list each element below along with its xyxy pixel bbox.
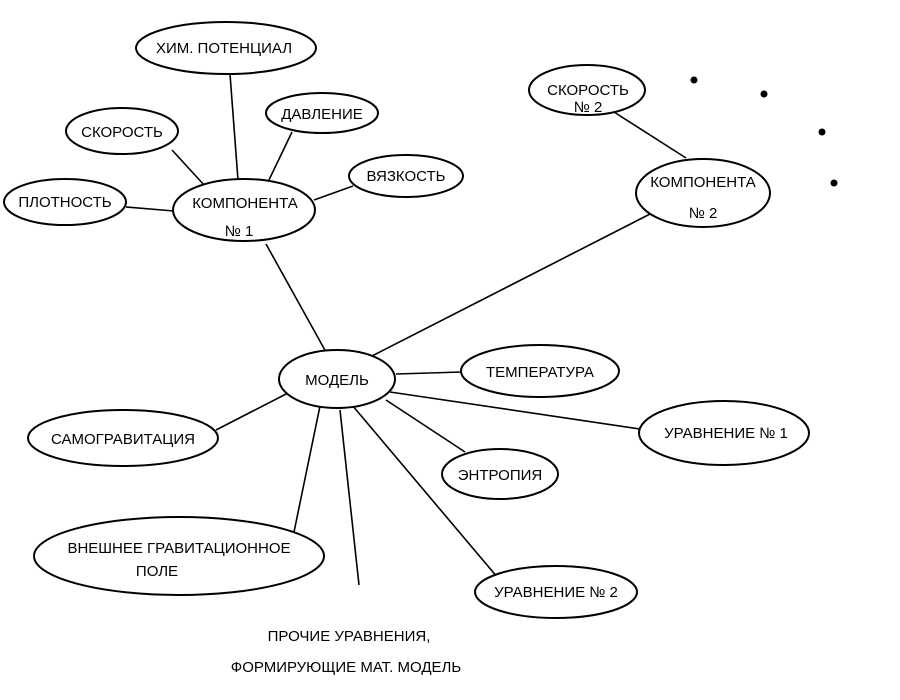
- label-entropy: ЭНТРОПИЯ: [458, 467, 543, 484]
- label-equation1: УРАВНЕНИЕ № 1: [664, 425, 788, 442]
- edge-model-self-gravitation: [215, 392, 289, 431]
- connections: [125, 73, 687, 586]
- nodes: [3, 21, 810, 619]
- node-equation1: [638, 400, 810, 466]
- label-self-gravitation: САМОГРАВИТАЦИЯ: [51, 431, 195, 448]
- label-component2-line1: КОМПОНЕНТА: [650, 174, 756, 191]
- label-velocity2-line2: № 2: [574, 99, 603, 116]
- node-viscosity: [348, 154, 464, 198]
- edge-model-equation1: [389, 391, 641, 430]
- edge-viscosity-component1: [313, 185, 354, 201]
- label-chem-potential: ХИМ. ПОТЕНЦИАЛ: [156, 40, 292, 57]
- node-external-field: [33, 516, 325, 596]
- edge-model-external-field: [293, 405, 321, 533]
- edge-component1-model: [265, 243, 327, 353]
- continuation-dot: [690, 76, 698, 84]
- node-component2: [635, 158, 771, 228]
- node-model: [278, 349, 396, 409]
- edge-density-component1: [125, 206, 175, 212]
- continuation-dot: [830, 179, 838, 187]
- node-entropy: [441, 448, 559, 500]
- label-pressure: ДАВЛЕНИЕ: [281, 106, 362, 123]
- continuation-dots: [690, 76, 838, 187]
- edge-chem-potential-component1: [229, 73, 239, 181]
- edge-model-temperature: [395, 371, 463, 375]
- label-component1-line2: № 1: [225, 223, 254, 240]
- node-chem-potential: [135, 21, 317, 75]
- label-density: ПЛОТНОСТЬ: [18, 194, 111, 211]
- edge-velocity2-component2: [613, 111, 687, 159]
- node-density: [3, 178, 127, 226]
- label-external-field-line2: ПОЛЕ: [136, 563, 178, 580]
- node-temperature: [460, 344, 620, 398]
- edge-model-entropy: [385, 399, 466, 453]
- edge-model-equation2: [351, 404, 499, 579]
- edge-velocity1-component1: [171, 149, 206, 187]
- label-component2-line2: № 2: [689, 205, 718, 222]
- label-temperature: ТЕМПЕРАТУРА: [486, 364, 594, 381]
- continuation-dot: [818, 128, 826, 136]
- label-velocity1: СКОРОСТЬ: [81, 124, 163, 141]
- label-external-field-line1: ВНЕШНЕЕ ГРАВИТАЦИОННОЕ: [67, 540, 290, 557]
- node-pressure: [265, 92, 379, 134]
- label-equation2: УРАВНЕНИЕ № 2: [494, 584, 618, 601]
- node-equation2: [474, 565, 638, 619]
- label-component1-line1: КОМПОНЕНТА: [192, 195, 298, 212]
- label-viscosity: ВЯЗКОСТЬ: [367, 168, 446, 185]
- label-velocity2-line1: СКОРОСТЬ: [547, 82, 629, 99]
- edge-component2-model: [371, 211, 655, 357]
- label-model: МОДЕЛЬ: [305, 372, 369, 389]
- label-other-equations-line1: ПРОЧИЕ УРАВНЕНИЯ,: [268, 628, 431, 645]
- node-self-gravitation: [27, 409, 219, 467]
- node-velocity1: [65, 107, 179, 155]
- labels: ХИМ. ПОТЕНЦИАЛ ДАВЛЕНИЕ СКОРОСТЬ ПЛОТНОС…: [18, 40, 788, 676]
- edge-pressure-component1: [267, 131, 293, 183]
- edge-model-other-equations: [339, 409, 360, 586]
- node-velocity2: [528, 64, 646, 116]
- node-component1: [172, 178, 316, 242]
- label-other-equations-line2: ФОРМИРУЮЩИЕ МАТ. МОДЕЛЬ: [231, 659, 462, 676]
- continuation-dot: [760, 90, 768, 98]
